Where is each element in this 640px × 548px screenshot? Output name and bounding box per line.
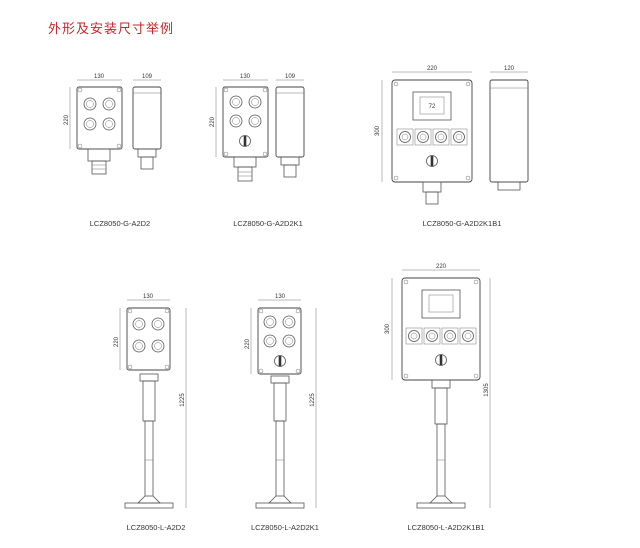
- figure-caption: LCZ8050-G-A2D2K1B1: [423, 219, 502, 228]
- width-dim: 220: [436, 264, 447, 270]
- pole-dim: 1225: [310, 393, 316, 407]
- figure-g-a2d2: 130 109 220 LCZ8050-G-A2D2: [64, 74, 162, 228]
- figure-caption: LCZ8050-G-A2D2: [90, 219, 150, 228]
- pole-dim: 1305: [484, 383, 490, 397]
- figure-l-a2d2k1b1: 220 300 1305 LCZ8050-L-A2D2K1B1: [385, 264, 491, 532]
- figure-caption: LCZ8050-L-A2D2K1: [251, 523, 319, 532]
- height-dim: 220: [210, 116, 216, 127]
- width-dim: 130: [275, 294, 286, 300]
- figure-caption: LCZ8050-G-A2D2K1: [233, 219, 303, 228]
- depth-dim: 109: [142, 74, 153, 80]
- figure-g-a2d2k1: 130 109 220 LCZ8050-G-A2D2K1: [210, 74, 305, 228]
- side-view: [489, 71, 529, 191]
- width-dim: 130: [143, 294, 154, 300]
- front-view: [69, 79, 123, 175]
- front-view: [215, 79, 269, 182]
- height-dim: 220: [114, 336, 120, 347]
- depth-dim: 109: [285, 74, 296, 80]
- height-dim: 220: [64, 114, 70, 125]
- pole-dim: 1225: [180, 393, 186, 407]
- width-dim: 130: [240, 74, 251, 80]
- front-view: 72: [381, 71, 473, 205]
- height-dim: 300: [375, 125, 381, 136]
- width-dim: 220: [427, 66, 438, 72]
- depth-dim: 120: [504, 66, 515, 72]
- height-dim: 220: [245, 338, 251, 349]
- figure-l-a2d2k1: 130 220 1225 LCZ8050-L-A2D2K1: [245, 294, 319, 532]
- height-dim: 300: [385, 323, 391, 334]
- side-view: [275, 79, 305, 178]
- figure-l-a2d2: 130 220 1225 LCZ8050-L-A2D2: [114, 294, 187, 532]
- figure-caption: LCZ8050-L-A2D2K1B1: [407, 523, 484, 532]
- figure-caption: LCZ8050-L-A2D2: [127, 523, 186, 532]
- side-view: [132, 79, 162, 170]
- meter-value: 72: [429, 104, 436, 110]
- figure-g-a2d2k1b1: 72 220 120 300 LCZ8050-G-A2D2K1B1: [375, 66, 529, 228]
- width-dim: 130: [94, 74, 105, 80]
- page-title: 外形及安装尺寸举例: [48, 22, 175, 37]
